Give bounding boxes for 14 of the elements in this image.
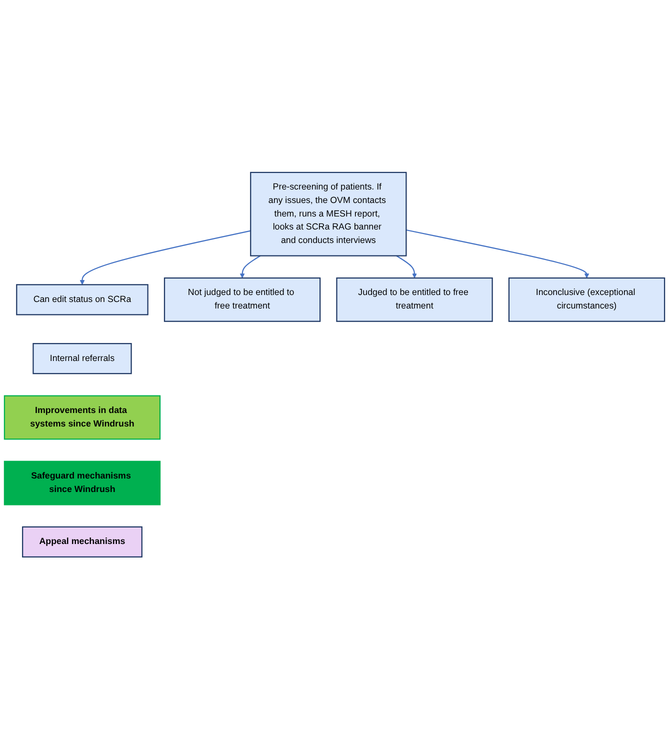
arrow	[240, 255, 261, 278]
node-box	[16, 284, 148, 316]
node-box	[4, 395, 161, 440]
node-box	[22, 526, 142, 558]
node-box	[32, 342, 132, 374]
arrow	[406, 229, 590, 278]
node-box	[4, 460, 161, 506]
node-box	[164, 277, 321, 322]
node-box	[508, 277, 666, 322]
node-box	[250, 172, 407, 256]
arrow	[80, 230, 251, 285]
arrow	[396, 255, 417, 278]
flowchart: Pre-screening of patients. If any issues, the OVM contacts them, runs a MESH report, looks at SCRa RAG banner and conducts interviews Can edit status on SCRa Internal referrals Not judged to be entitled to free treatment Judged to be entitled to free treatment Inconclusive (exceptional circumstances) Improvements in data systems since Windrush Safeguard mechanisms since Windrush Appeal mechanisms	[0, 168, 669, 562]
node-box	[336, 277, 493, 322]
